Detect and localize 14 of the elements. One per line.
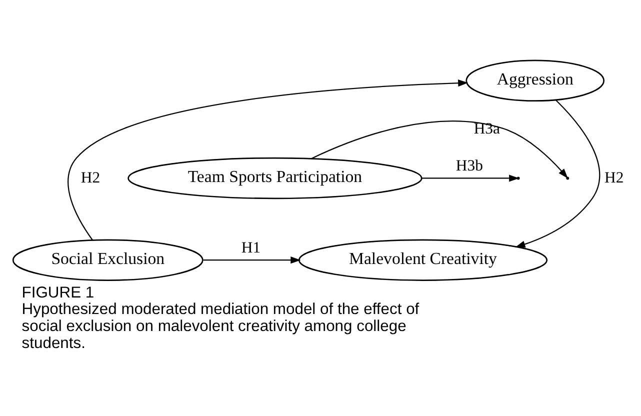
node-ellipse: Team Sports Participation: [128, 156, 422, 199]
caption: Hypothesized moderated mediation model of the effect of social exclusion on malevolent creativity among college students.: [22, 300, 420, 352]
arrow: [422, 174, 520, 182]
arrow: [203, 256, 301, 264]
arrow: [311, 120, 568, 178]
node-ellipse: Social Exclusion: [12, 238, 204, 280]
arrow: [68, 79, 468, 240]
node-ellipse: Aggression: [466, 59, 605, 102]
edge-label: H2: [604, 168, 624, 186]
edge-label: H1: [241, 238, 261, 256]
edge-label: H3b: [456, 157, 483, 174]
diagram-title: FIGURE 1: [22, 284, 94, 301]
edge-label: H2: [80, 168, 100, 186]
arrow: [515, 99, 600, 248]
